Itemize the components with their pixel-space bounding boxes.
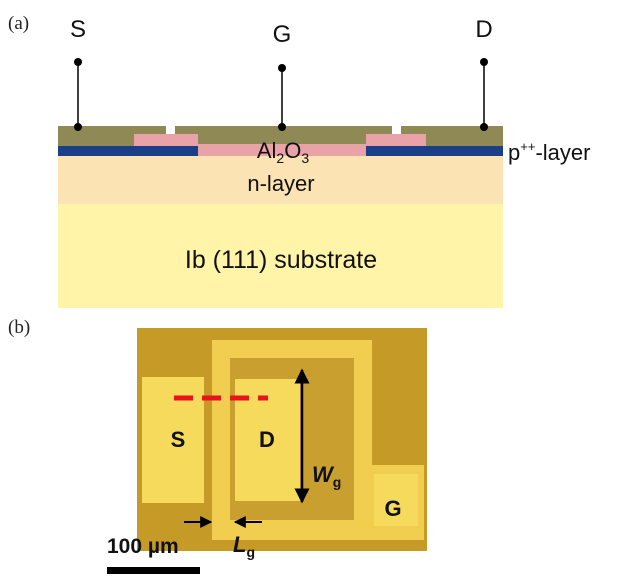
panel-b-label: (b) [8,317,30,338]
panel-a: (a) Ib (111) substrate n-layer Al2O3 p++… [8,13,590,308]
oxide-layer-center [198,144,366,156]
gate-contact [175,126,392,144]
source-pad [142,377,204,503]
substrate-layer [58,204,503,308]
gate-length-label: Lg [233,532,255,560]
n-layer-label: n-layer [247,171,314,196]
terminal-drain-label: D [475,16,492,43]
gate-probe [278,64,286,131]
chip-source-label: S [171,427,186,452]
p-layer-left [58,146,198,156]
gate-width-label: Wg [312,462,341,490]
p-layer-label: p++-layer [508,139,590,165]
gate-electrode [212,340,424,540]
source-contact [58,126,166,146]
chip-drain-label: D [259,427,275,452]
oxide-step-right [366,134,426,146]
p-layer-right [366,146,503,156]
terminal-source-label: S [70,16,86,43]
chip-gate-label: G [384,496,401,521]
oxide-step-left [134,134,198,146]
scale-bar-label: 100 µm [107,535,179,558]
terminal-gate-label: G [273,21,292,48]
panel-b: (b) S D G Wg Lg 100 µm [8,317,427,574]
drain-contact [401,126,503,146]
drain-probe [480,58,488,131]
source-probe [74,58,82,131]
n-layer [58,156,503,204]
panel-a-label: (a) [8,13,29,34]
substrate-label: Ib (111) substrate [185,246,377,274]
gate-pad [374,474,418,526]
scale-bar [107,567,200,574]
oxide-label: Al2O3 [257,138,309,166]
